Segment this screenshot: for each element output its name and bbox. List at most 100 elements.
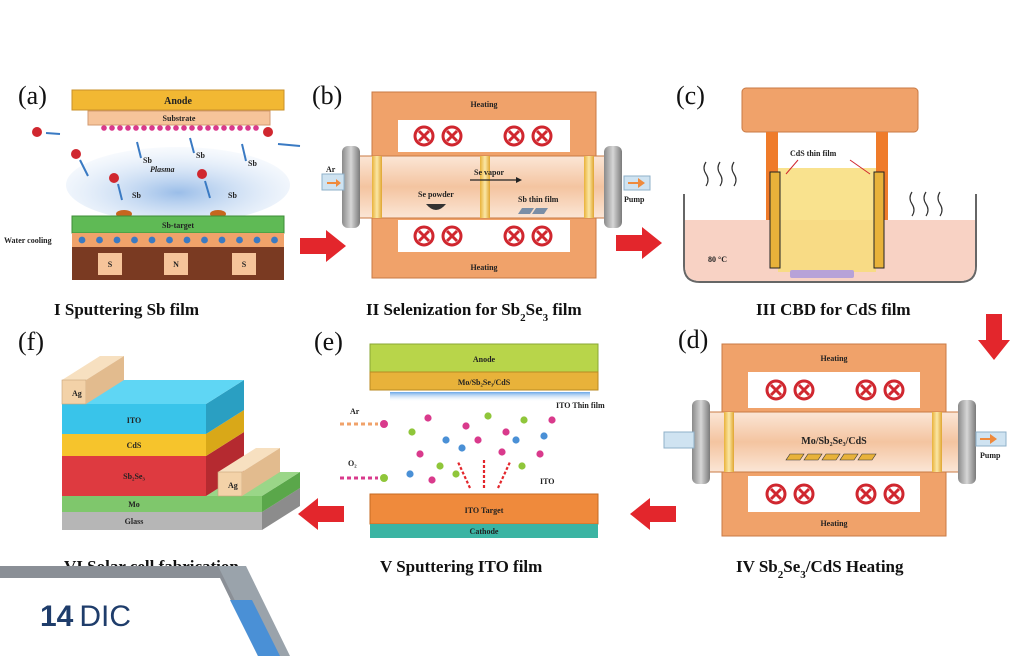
ion — [32, 127, 42, 137]
tube-ring — [480, 156, 490, 218]
temperature-label: 80 °C — [708, 255, 727, 264]
sputter-particle — [536, 450, 544, 458]
cooling-dot — [271, 236, 278, 244]
banner-blue — [230, 600, 280, 656]
sputter-particle — [502, 428, 510, 436]
layer-label-ag: Ag — [72, 389, 82, 398]
ito-target — [369, 493, 599, 525]
sb-arrow — [136, 141, 142, 159]
layer-label-ito: ITO — [127, 416, 142, 425]
layer-label-glass: Glass — [125, 517, 144, 526]
panel-d-caption: IV Sb2Se3/CdS Heating — [736, 557, 904, 581]
panel-a-label: (a) — [18, 81, 47, 110]
ion — [263, 127, 273, 137]
sb-target-label: Sb-target — [162, 221, 194, 230]
cathode-label: Cathode — [470, 527, 499, 536]
pump-label: Pump — [624, 195, 645, 204]
ion-arrow — [45, 132, 61, 135]
substrate-atom — [221, 125, 227, 131]
sputter-particle — [452, 470, 460, 478]
sb-substrate — [532, 208, 548, 214]
se-vapor-label: Se vapor — [474, 168, 504, 177]
substrate-atom — [117, 125, 123, 131]
flange-right — [958, 400, 976, 484]
coil-icon — [413, 125, 435, 147]
ion-arrow — [117, 183, 123, 201]
se-boat — [426, 204, 446, 210]
ion — [71, 149, 81, 159]
anode-plate — [369, 343, 599, 373]
substrate-atoms — [101, 125, 259, 131]
water-cooling-label: Water cooling — [4, 236, 52, 245]
substrate-atom — [229, 125, 235, 131]
panel-e-label: (e) — [314, 327, 343, 356]
ito-thin-film — [390, 392, 590, 402]
sputter-particle — [428, 476, 436, 484]
substrate-atom — [165, 125, 171, 131]
coil-icon — [883, 483, 905, 505]
cathode — [370, 524, 598, 538]
cooling-dot — [201, 236, 208, 244]
sputter-particle — [518, 462, 526, 470]
coil-icon — [793, 483, 815, 505]
cooling-dot — [96, 236, 103, 244]
coil-icon — [765, 483, 787, 505]
sample-layer — [369, 371, 599, 391]
ion-arrow — [277, 143, 301, 147]
sample-label: Mo/Sb₂Se₃/CdS — [801, 436, 867, 447]
substrate-atom — [141, 125, 147, 131]
sample-substrate — [803, 453, 823, 461]
ion-arrow — [204, 180, 211, 199]
magnet — [232, 253, 256, 275]
pump-arrow — [980, 434, 997, 444]
gas2-label: O₂ — [348, 459, 357, 468]
anode-label: Anode — [473, 355, 496, 364]
cooling-dot — [218, 236, 226, 244]
sputter-particle — [498, 448, 506, 456]
substrate-atom — [253, 125, 259, 131]
heating-bottom-label: Heating — [820, 519, 847, 528]
sputter-particle — [442, 436, 450, 444]
gas1-label: Ar — [350, 407, 360, 416]
water-cooling-dots — [78, 236, 278, 244]
magnet — [164, 253, 188, 275]
panel-d: (d) Heating Heating Mo/Sb₂Se₃/CdS Pump I… — [663, 325, 1007, 581]
panel-c-label: (c) — [676, 81, 705, 110]
coil-icon — [855, 483, 877, 505]
cooling-dot — [183, 236, 191, 244]
pointer — [849, 159, 871, 175]
panel-f: (f) Ag ITO CdS Sb₂Se₃ Ag Mo Glass VI S — [18, 327, 300, 576]
ion-arrow — [79, 159, 89, 177]
sputter-particle — [406, 470, 414, 478]
steam-right — [909, 191, 943, 217]
ag-bottom-face — [218, 448, 280, 472]
cds-film-zone — [778, 168, 876, 272]
sputter-particle — [424, 414, 432, 422]
sb-film-label: Sb thin film — [518, 195, 559, 204]
substrate-atom — [245, 125, 251, 131]
coil-icon — [441, 125, 463, 147]
substrate-atom — [173, 125, 179, 131]
ito-thin-film-label: ITO Thin film — [556, 401, 605, 410]
mo-side — [262, 472, 300, 512]
holder-top — [741, 87, 919, 133]
ag-bottom-side — [242, 448, 280, 496]
banner-white — [0, 578, 258, 656]
plasma-label: Plasma — [150, 165, 174, 174]
cooling-dot — [131, 236, 138, 244]
sputter-particle — [408, 428, 416, 436]
sbse-layer — [62, 456, 206, 496]
sample-substrates — [785, 453, 877, 461]
sample-substrate — [839, 453, 859, 461]
substrate-atom — [197, 125, 203, 131]
sputter-arrows — [457, 460, 511, 489]
sputter-particle — [474, 436, 482, 444]
sputter-particle — [436, 462, 444, 470]
sputter-particle — [458, 444, 466, 452]
substrate-left — [769, 171, 781, 269]
magnet-label: N — [173, 260, 179, 269]
flow-arrow-a-b — [300, 230, 346, 262]
sputter-particle — [462, 422, 470, 430]
